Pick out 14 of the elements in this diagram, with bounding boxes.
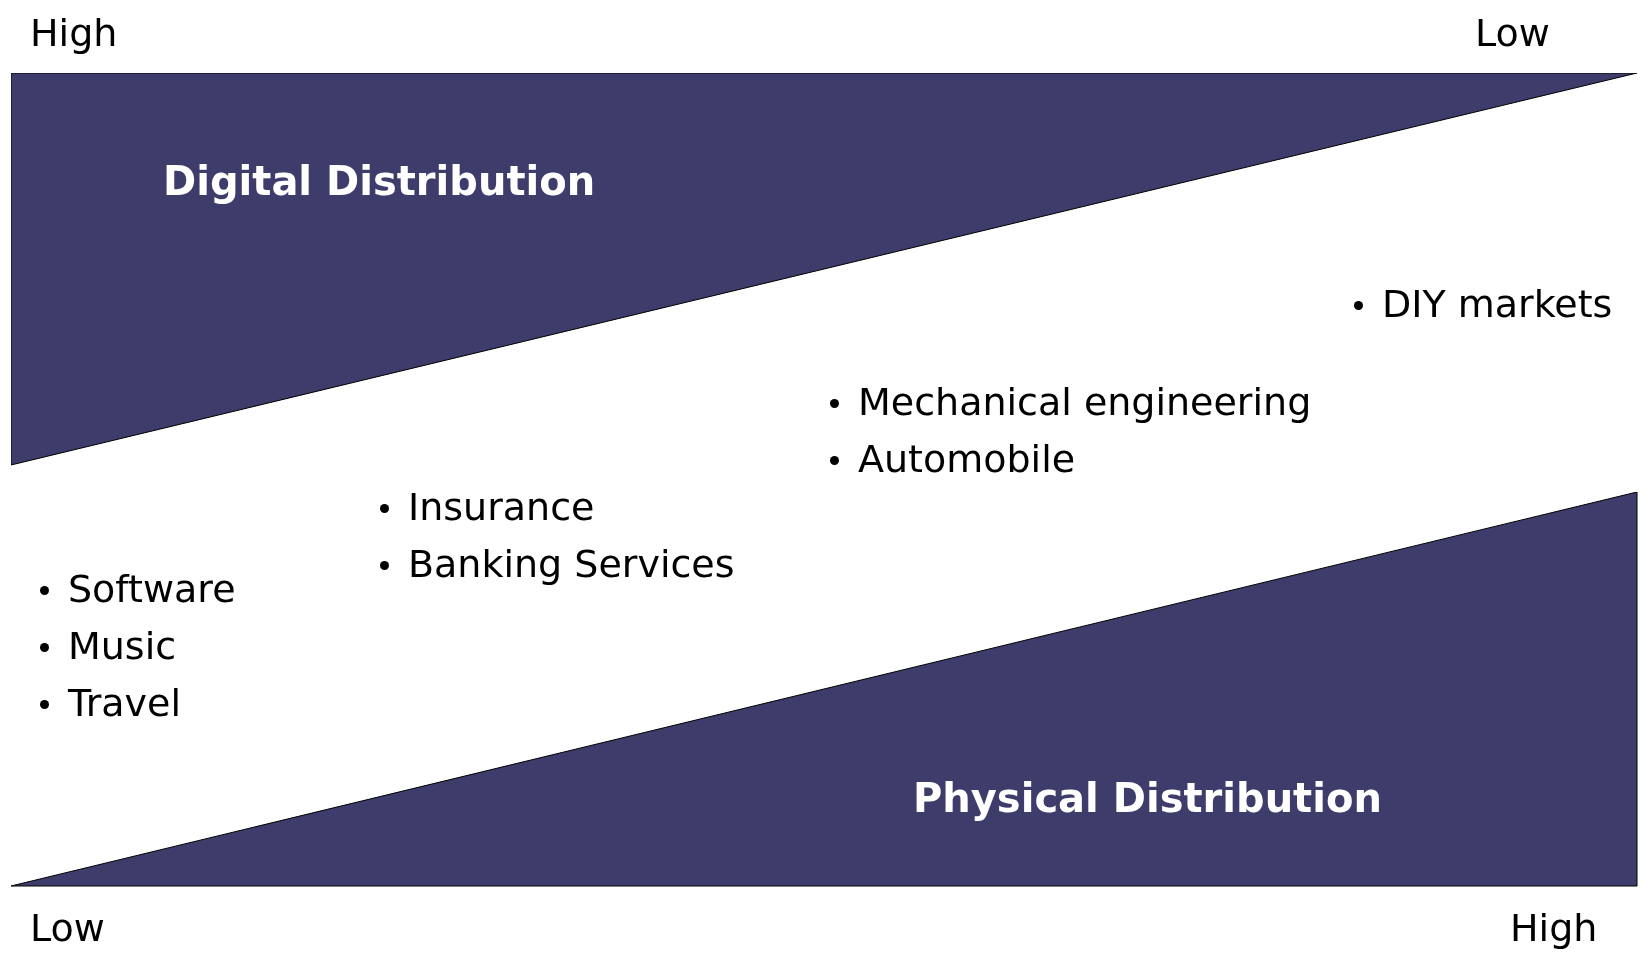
region-title: Digital Distribution <box>163 158 596 204</box>
region-title: Physical Distribution <box>913 775 1382 821</box>
axis-value: Low <box>30 909 105 947</box>
industry-item: Automobile <box>858 440 1076 478</box>
axis-value: High <box>30 14 118 52</box>
industry-item: Software <box>68 570 236 608</box>
axis-value: High <box>1510 909 1598 947</box>
industry-item: Banking Services <box>408 545 735 583</box>
industry-item: Music <box>68 627 177 665</box>
industry-item: Insurance <box>408 488 595 526</box>
industry-item: DIY markets <box>1382 285 1613 323</box>
axis-value: Low <box>1475 14 1550 52</box>
industry-item: Mechanical engineering <box>858 383 1312 421</box>
industry-item: Travel <box>68 684 181 722</box>
